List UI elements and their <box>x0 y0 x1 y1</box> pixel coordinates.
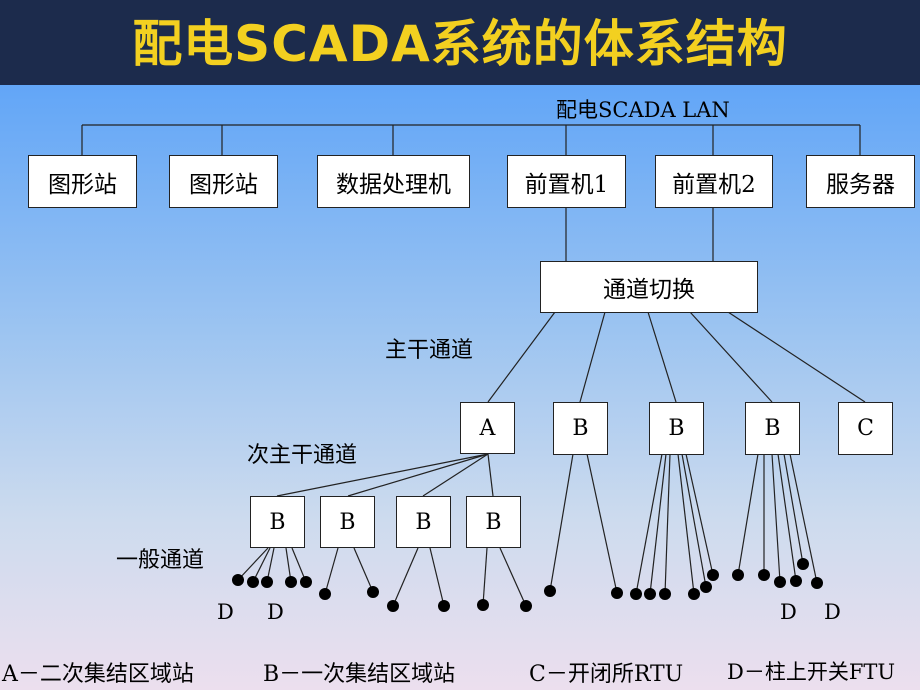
d-node-dot <box>367 586 379 598</box>
b2-2-to-d-1 <box>635 453 663 595</box>
d-node-dot <box>659 588 671 600</box>
d-node-dot <box>811 577 823 589</box>
d-node-dot <box>520 600 532 612</box>
switch-to-b1 <box>579 311 606 403</box>
d-node-dot <box>797 558 809 570</box>
d-node-dot <box>300 576 312 588</box>
general-channel-label: 一般通道 <box>116 548 205 573</box>
legend-item-a: A－二次集结区域站 <box>2 662 194 687</box>
a-to-b-4 <box>487 453 494 497</box>
d-node-dot <box>477 599 489 611</box>
b3-2-to-d-2 <box>353 547 374 593</box>
b3-1-to-d-1 <box>237 547 269 581</box>
b3-1-to-d-2 <box>252 547 271 583</box>
node-b-level2-1: B <box>553 402 608 455</box>
legend-item-b: B－一次集结区域站 <box>263 662 456 687</box>
a-to-b-2 <box>347 453 489 497</box>
d-node-dot <box>247 576 259 588</box>
lan-node-data-processor: 数据处理机 <box>317 155 470 208</box>
b3-1-to-d-5 <box>291 547 307 583</box>
d-node-dot <box>387 600 399 612</box>
b2-1-to-d-1 <box>549 453 574 592</box>
main-channel-label: 主干通道 <box>385 338 474 363</box>
d-node-dot <box>611 587 623 599</box>
d-node-dot <box>319 588 331 600</box>
d-label: D <box>267 600 284 624</box>
node-a: A <box>460 402 515 454</box>
b2-3-to-d-6 <box>789 453 818 584</box>
node-b-level3-3: B <box>396 496 451 548</box>
d-node-dot <box>544 585 556 597</box>
d-node-dot <box>700 581 712 593</box>
d-node-dot <box>232 574 244 586</box>
page-title: 配电SCADA系统的体系结构 <box>132 15 788 73</box>
a-to-b-1 <box>276 453 489 497</box>
node-b-level3-1: B <box>250 496 305 548</box>
d-node-dot <box>438 600 450 612</box>
b2-2-to-d-3 <box>664 453 671 595</box>
b2-2-to-d-2 <box>649 453 667 595</box>
b2-2-to-d-4 <box>677 453 695 595</box>
b2-3-to-d-4 <box>777 453 797 582</box>
lan-label: 配电SCADA LAN <box>556 98 730 122</box>
b2-3-to-d-1 <box>737 453 759 576</box>
switch-to-a <box>487 311 556 403</box>
node-b-level2-2: B <box>649 402 704 455</box>
d-node-dot <box>261 576 273 588</box>
lan-node-front-end-1: 前置机1 <box>507 155 626 208</box>
lan-node-server: 服务器 <box>806 155 915 208</box>
node-c: C <box>838 402 893 455</box>
b2-3-to-d-5 <box>783 453 804 565</box>
d-label: D <box>217 600 234 624</box>
b2-2-to-d-5 <box>681 453 707 588</box>
lan-node-graphics-station-1: 图形站 <box>28 155 137 208</box>
sub-main-channel-label: 次主干通道 <box>247 443 358 468</box>
b2-3-to-d-3 <box>771 453 781 583</box>
b3-2-to-d-1 <box>324 547 339 595</box>
b3-3-to-d-1 <box>392 547 419 607</box>
b3-3-to-d-2 <box>429 547 445 607</box>
d-node-dot <box>285 576 297 588</box>
d-node-dot <box>630 588 642 600</box>
b3-4-to-d-1 <box>482 547 488 606</box>
switch-to-b3 <box>689 311 773 403</box>
d-node-dot <box>758 569 770 581</box>
switch-to-c <box>727 311 866 403</box>
d-node-dot <box>732 569 744 581</box>
title-bar <box>0 0 920 85</box>
legend-item-d: D－柱上开关FTU <box>727 660 896 684</box>
d-node-dot <box>644 588 656 600</box>
d-label: D <box>824 600 841 624</box>
switch-to-b2 <box>647 311 677 403</box>
legend-item-c: C－开闭所RTU <box>529 662 684 687</box>
d-label: D <box>780 600 797 624</box>
b2-1-to-d-2 <box>586 453 618 594</box>
node-b-level3-2: B <box>320 496 375 548</box>
node-b-level2-3: B <box>745 402 800 455</box>
lan-node-graphics-station-2: 图形站 <box>169 155 278 208</box>
d-node-dot <box>688 588 700 600</box>
lan-node-front-end-2: 前置机2 <box>655 155 773 208</box>
d-node-dot <box>790 575 802 587</box>
channel-switch-box: 通道切换 <box>540 261 758 313</box>
b3-4-to-d-2 <box>499 547 527 607</box>
a-to-b-3 <box>422 453 489 497</box>
d-node-dot <box>707 569 719 581</box>
node-b-level3-4: B <box>466 496 521 548</box>
b2-2-to-d-6 <box>685 453 714 576</box>
d-node-dot <box>774 576 786 588</box>
